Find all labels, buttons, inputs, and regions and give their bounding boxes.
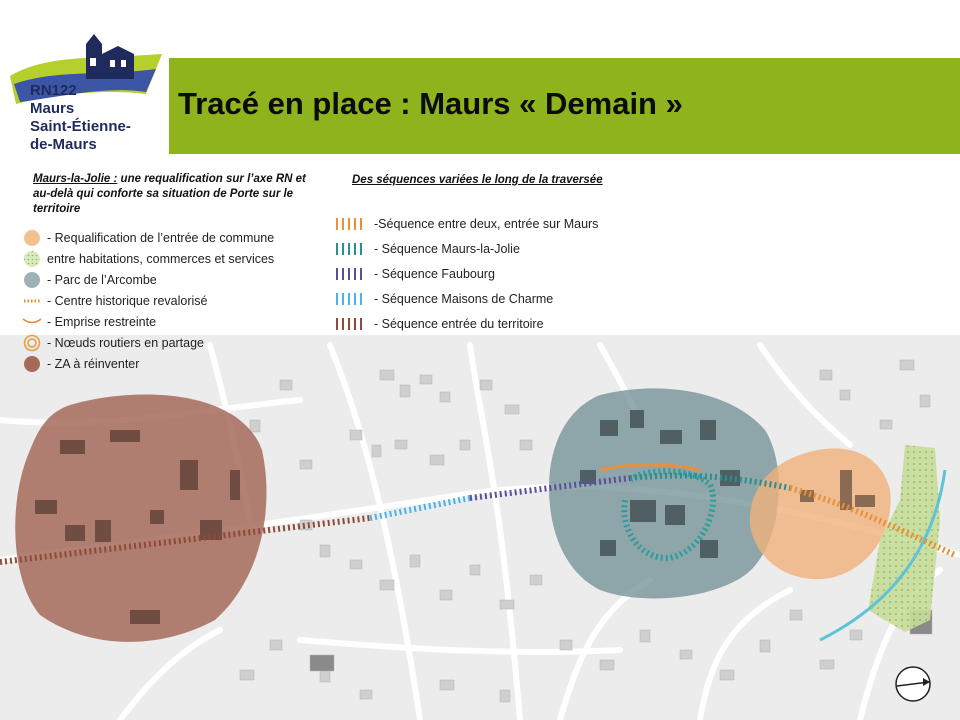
legend-item-requalification: - Requalification de l’entrée de commune: [22, 227, 274, 248]
legend-seq-maisons-charme: - Séquence Maisons de Charme: [336, 286, 598, 311]
park-zone: [868, 445, 940, 632]
teal-dash-icon: [336, 242, 366, 255]
orange-bracket-icon: [22, 313, 42, 331]
orange-circle-icon: [22, 229, 42, 247]
purple-dash-icon: [336, 267, 366, 280]
green-hatched-circle-icon: [22, 250, 42, 268]
legend-item-za: - ZA à réinventer: [22, 353, 274, 374]
entry-zone: [749, 448, 891, 580]
page-title: Tracé en place : Maurs « Demain »: [178, 86, 683, 121]
legend-item-emprise: - Emprise restreinte: [22, 311, 274, 332]
seq-entre-deux: [789, 485, 957, 558]
legend-item-noeuds: - Nœuds routiers en partage: [22, 332, 274, 353]
logo-line-1: Maurs: [30, 100, 75, 117]
teal-ring-dash-icon: [22, 292, 42, 310]
brown-dash-icon: [336, 317, 366, 330]
logo-rn: RN122: [30, 82, 77, 99]
legend-seq-entree-territoire: - Séquence entrée du territoire: [336, 311, 598, 336]
right-legend: -Séquence entre deux, entrée sur Maurs -…: [336, 211, 598, 336]
seq-maisons-charme: [369, 495, 471, 521]
blue-grey-circle-icon: [22, 271, 42, 289]
legend-item-habitations: entre habitations, commerces et services: [22, 248, 274, 269]
logo-line-3: de-Maurs: [30, 136, 97, 153]
legend-item-centre: - Centre historique revalorisé: [22, 290, 274, 311]
seq-maurs-jolie: [629, 472, 791, 491]
za-zone: [15, 394, 267, 642]
orange-concentric-circle-icon: [22, 334, 42, 352]
title-banner: [169, 58, 960, 154]
building-blocks: [239, 359, 933, 703]
left-legend: - Requalification de l’entrée de commune…: [22, 227, 274, 374]
legend-seq-faubourg: - Séquence Faubourg: [336, 261, 598, 286]
right-legend-heading: Des séquences variées le long de la trav…: [352, 174, 603, 186]
seq-entree-territoire: [0, 515, 371, 565]
legend-seq-maurs-jolie: - Séquence Maurs-la-Jolie: [336, 236, 598, 261]
north-arrow-icon: [895, 666, 931, 702]
light-blue-dash-icon: [336, 292, 366, 305]
left-heading-underlined: Maurs-la-Jolie :: [33, 173, 118, 185]
seq-faubourg: [469, 475, 631, 501]
rn122-logo: [10, 34, 162, 104]
left-heading-rest: une requalification sur l’axe RN et au-d…: [33, 173, 306, 215]
legend-item-parc: - Parc de l’Arcombe: [22, 269, 274, 290]
orange-dash-icon: [336, 217, 366, 230]
left-legend-heading: Maurs-la-Jolie : une requalification sur…: [33, 172, 318, 217]
legend-seq-entre-deux: -Séquence entre deux, entrée sur Maurs: [336, 211, 598, 236]
logo-line-2: Saint-Étienne-: [30, 118, 131, 135]
brown-circle-icon: [22, 355, 42, 373]
centre-zone: [549, 388, 779, 599]
